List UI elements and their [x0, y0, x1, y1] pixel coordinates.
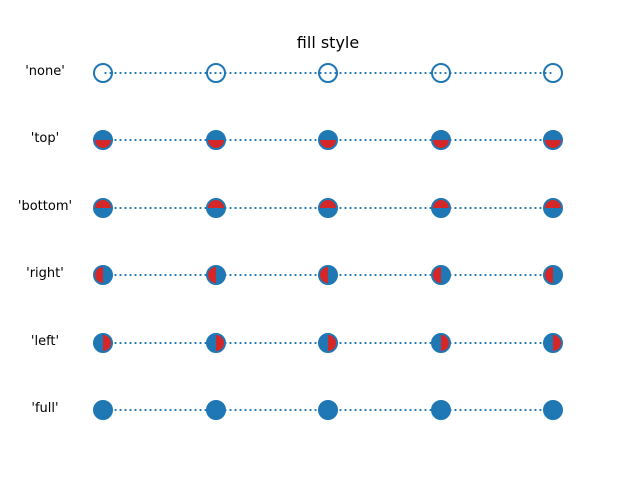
marker-none [430, 63, 451, 83]
marker-bottom [318, 197, 338, 218]
marker-none [318, 63, 338, 83]
marker-none [93, 63, 113, 83]
marker-top [430, 130, 451, 151]
row-label-top: 'top' [30, 131, 60, 147]
marker-full [430, 400, 451, 420]
marker-top [93, 130, 113, 151]
marker-bottom [430, 197, 451, 218]
row-label-bottom: 'bottom' [17, 198, 73, 214]
marker-none [543, 63, 563, 83]
row-label-full: 'full' [31, 401, 59, 416]
marker-left [93, 332, 113, 353]
marker-left [430, 332, 451, 353]
marker-bottom [543, 197, 563, 218]
marker-left [543, 332, 563, 353]
marker-full [93, 400, 113, 420]
marker-top [543, 130, 563, 151]
row-label-right: 'right' [26, 266, 64, 282]
marker-bottom [93, 197, 113, 218]
marker-right [430, 265, 451, 286]
marker-right [543, 265, 563, 286]
row-label-left: 'left' [30, 333, 60, 349]
marker-full [543, 400, 563, 420]
chart-title: fill style [296, 33, 360, 52]
marker-none [205, 63, 226, 83]
marker-right [205, 265, 226, 286]
marker-top [318, 130, 338, 151]
marker-right [93, 265, 113, 286]
marker-left [318, 332, 338, 353]
marker-right [318, 265, 338, 286]
marker-left [205, 332, 226, 353]
marker-bottom [205, 197, 226, 218]
row-label-none: 'none' [25, 64, 65, 79]
marker-full [205, 400, 226, 420]
marker-full [318, 400, 338, 420]
marker-top [205, 130, 226, 151]
